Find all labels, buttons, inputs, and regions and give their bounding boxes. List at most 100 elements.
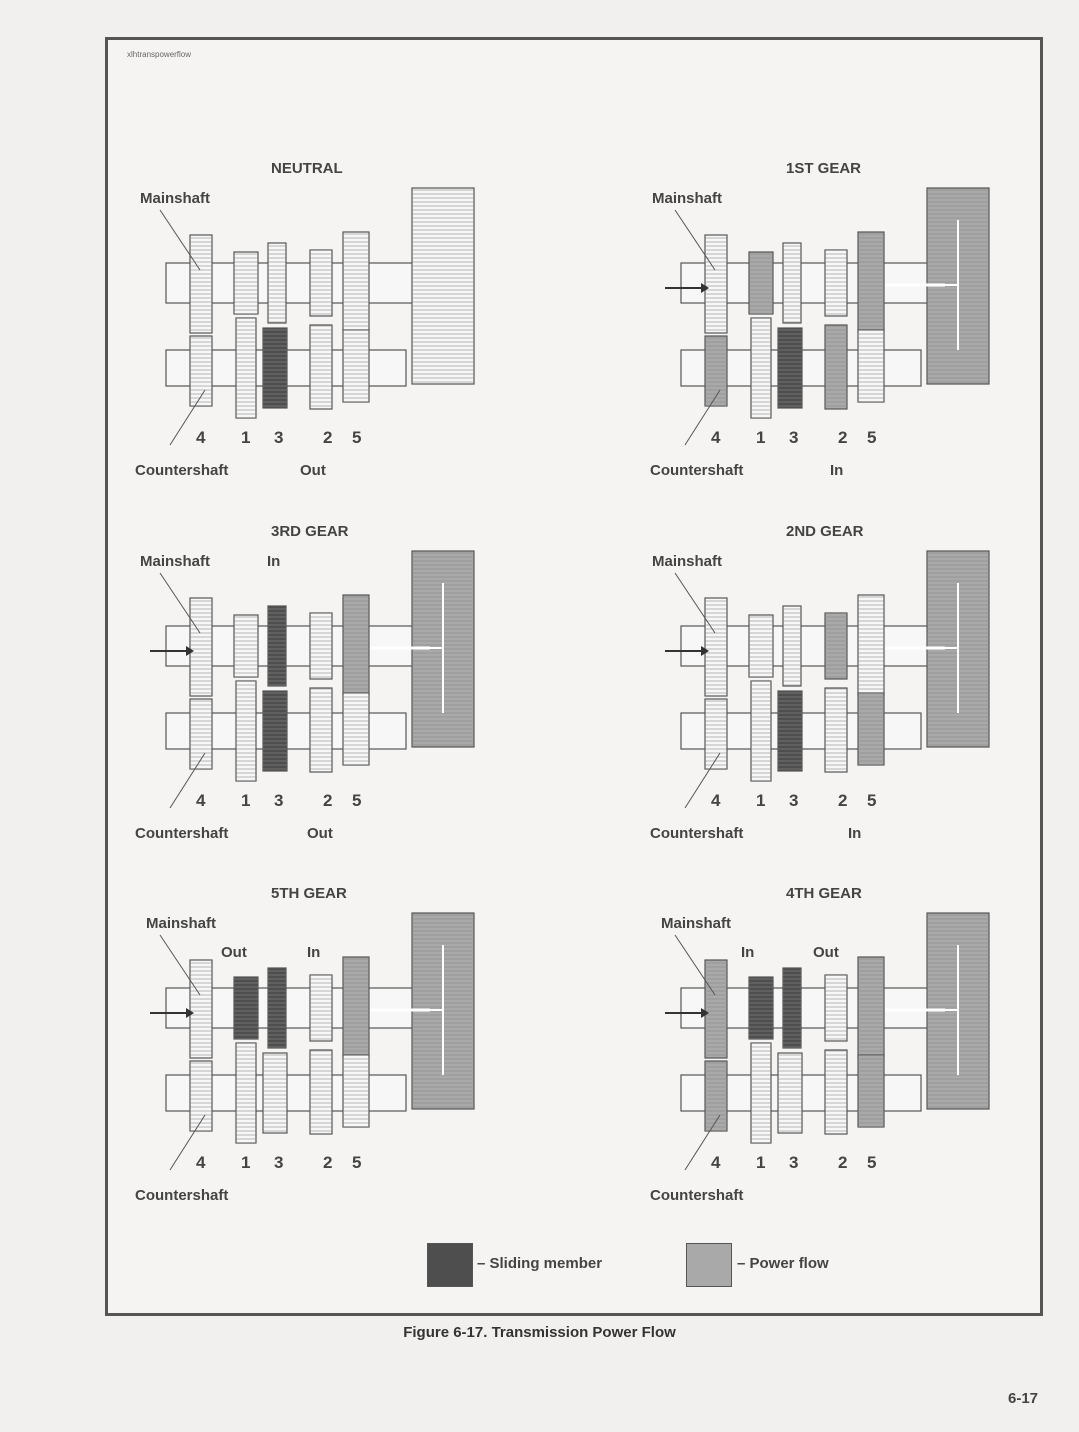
gear-number-label: 4 [711,1153,721,1172]
countershaft-gear-2 [309,1049,333,1135]
gear-number-label: 5 [352,428,362,447]
legend-label-sliding-member: – Sliding member [477,1255,603,1272]
mainshaft-leader [159,934,201,996]
drum-arrow [430,945,444,1075]
countershaft-label: Countershaft [135,825,229,842]
gear-number-label: 5 [352,791,362,810]
countershaft-gear-4 [189,698,213,770]
mainshaft-gear-5 [342,231,370,333]
power-direction-label: In [307,944,321,961]
mainshaft-gear-4 [189,597,213,697]
panel-title: 1ST GEAR [786,160,862,177]
mainshaft-gear-5 [342,956,370,1058]
countershaft-gear-5 [857,329,885,403]
gear-number-label: 1 [241,791,251,810]
gearbox-drawing [665,550,990,809]
mainshaft-gear-1 [233,976,259,1040]
gear-number-label: 2 [838,1153,848,1172]
countershaft-gear-5 [342,1054,370,1128]
gear-number-label: 5 [352,1153,362,1172]
countershaft-leader [169,752,206,809]
gear-number-label: 2 [838,428,848,447]
countershaft-gear-5 [342,329,370,403]
gearbox-drawing [150,912,475,1171]
mainshaft-leader [159,209,201,271]
legend-swatch-power-flow [686,1243,732,1287]
gear-number-label: 4 [196,428,206,447]
gear-number-label: 3 [274,428,284,447]
mainshaft-gear-2 [824,249,848,317]
gear-number-label: 4 [196,791,206,810]
mainshaft-label: Mainshaft [652,190,723,207]
countershaft-label: Countershaft [650,825,744,842]
drum-arrow [945,583,959,713]
countershaft-leader [169,389,206,446]
mainshaft-gear-3 [267,967,287,1049]
countershaft-gear-1 [750,317,772,419]
mainshaft-gear-4 [704,597,728,697]
power-direction-label: Out [813,944,839,961]
countershaft-gear-5 [857,692,885,766]
mainshaft-gear-1 [748,976,774,1040]
mainshaft-gear-5 [342,594,370,696]
gear-number-label: 1 [756,1153,766,1172]
gear-number-label: 2 [323,428,333,447]
drum-arrow [430,583,444,713]
mainshaft-gear-4 [704,234,728,334]
mainshaft-gear-2 [309,612,333,680]
power-direction-label: Out [221,944,247,961]
legend-swatch-sliding-member [427,1243,473,1287]
countershaft-gear-5 [342,692,370,766]
mainshaft-gear-4 [704,959,728,1059]
countershaft-gear-1 [750,1042,772,1144]
mainshaft-gear-3 [267,242,287,324]
countershaft-gear-2 [824,1049,848,1135]
panel-title: 3RD GEAR [271,523,349,540]
mainshaft-gear-3 [782,605,802,687]
mainshaft-label: Mainshaft [140,190,211,207]
power-direction-label: In [267,553,281,570]
input-arrow-head [701,646,709,656]
countershaft-label: Countershaft [135,1187,229,1204]
countershaft-gear-2 [824,687,848,773]
figure-id: xlhtranspowerflow [127,50,192,59]
countershaft-gear-2 [309,324,333,410]
countershaft-gear-3 [262,690,288,772]
gear-number-label: 2 [323,1153,333,1172]
gear-number-label: 3 [789,1153,799,1172]
gear-number-label: 3 [789,791,799,810]
mainshaft-leader [159,572,201,634]
mainshaft-gear-5 [857,956,885,1058]
countershaft-gear-1 [750,680,772,782]
countershaft-gear-2 [309,687,333,773]
gear-number-label: 1 [241,428,251,447]
countershaft-gear-1 [235,317,257,419]
countershaft-gear-3 [777,327,803,409]
mainshaft-gear-4 [189,959,213,1059]
mainshaft-gear-3 [267,605,287,687]
countershaft-leader [684,1114,721,1171]
power-direction-label: Out [300,462,326,479]
gearbox-drawing [665,187,990,446]
mainshaft-gear-4 [189,234,213,334]
gear-number-label: 2 [838,791,848,810]
gear-number-label: 1 [756,428,766,447]
countershaft-gear-1 [235,1042,257,1144]
mainshaft-gear-2 [309,974,333,1042]
panel-title: 2ND GEAR [786,523,864,540]
input-arrow-head [186,646,194,656]
input-arrow-head [701,283,709,293]
mainshaft-leader [674,209,716,271]
countershaft-gear-4 [704,698,728,770]
mainshaft-gear-2 [309,249,333,317]
mainshaft-gear-1 [748,251,774,315]
input-arrow-head [701,1008,709,1018]
mainshaft-gear-5 [857,231,885,333]
panel-title: 5TH GEAR [271,885,347,902]
mainshaft-label: Mainshaft [661,915,732,932]
